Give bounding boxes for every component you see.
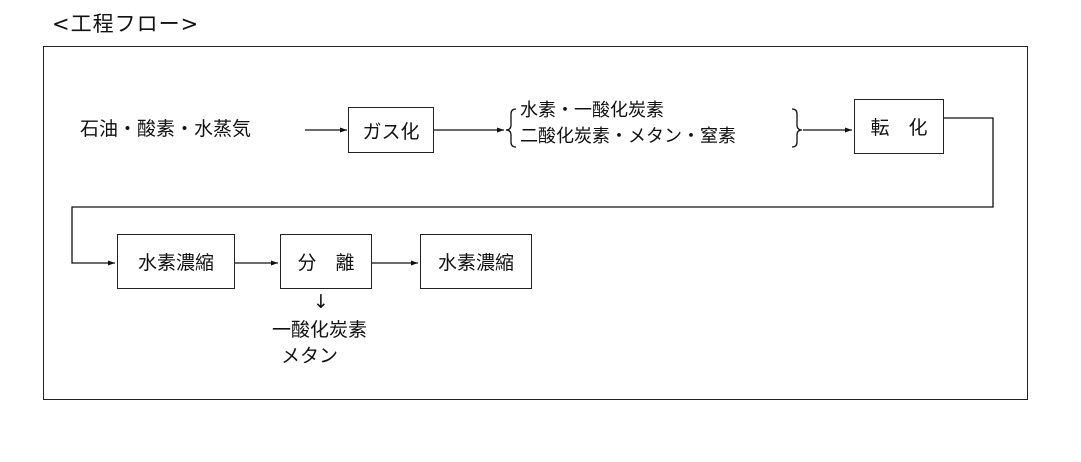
gasmix-right-brace [791, 108, 803, 148]
h2-enrich-box-2: 水素濃縮 [420, 234, 532, 289]
connector-shift-to-h2-enrich [71, 117, 994, 266]
byproduct-line-1: 一酸化炭素 [272, 319, 368, 341]
gasification-label: ガス化 [362, 120, 420, 143]
flow-frame [43, 46, 1028, 400]
gas-mix-line-2: 二酸化炭素・メタン・窒素 [520, 126, 736, 147]
shift-box: 転 化 [854, 99, 944, 154]
flow-heading: <工程フロー> [52, 12, 200, 36]
gas-mix-line-1: 水素・一酸化炭素 [520, 100, 664, 121]
separation-box: 分 離 [280, 234, 372, 289]
h2-enrich-label-2: 水素濃縮 [437, 252, 514, 274]
shift-label: 転 化 [870, 117, 928, 139]
h2-enrich-label-1: 水素濃縮 [137, 252, 214, 274]
gasmix-left-brace [505, 108, 517, 148]
separation-label: 分 離 [297, 252, 355, 274]
gasification-box: ガス化 [348, 107, 434, 153]
byproduct-arrow: ↓ [313, 291, 329, 313]
byproduct-line-2: メタン [281, 345, 339, 367]
h2-enrich-box-1: 水素濃縮 [117, 234, 235, 289]
feed-label: 石油・酸素・水蒸気 [80, 118, 252, 140]
